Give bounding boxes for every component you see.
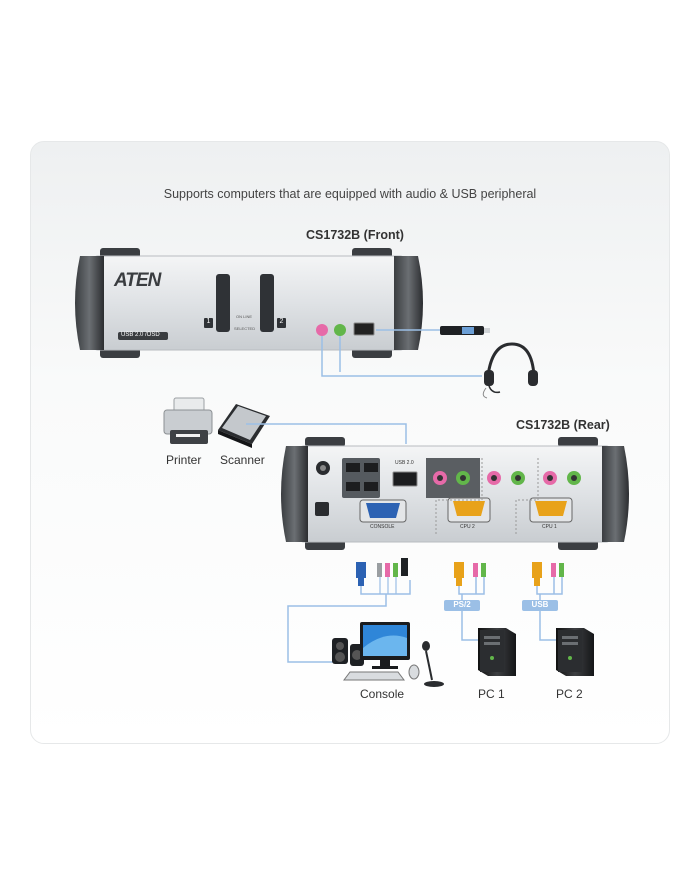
- rear-usb-2-port: [392, 471, 418, 487]
- front-mic-jack: [316, 324, 328, 336]
- usb-osd-badge-text: USB 2.0 /OSD: [121, 332, 160, 338]
- pc1-label: PC 1: [478, 687, 505, 701]
- console-set-icon: [332, 622, 444, 687]
- usb-2-label: USB 2.0: [395, 460, 414, 466]
- front-left-endcap: [75, 256, 104, 350]
- front-usb-port: [353, 322, 375, 336]
- console-cable-bundle: [287, 558, 411, 663]
- printer-label: Printer: [166, 453, 202, 467]
- printer-icon: [163, 397, 213, 444]
- pc2-label: PC 2: [556, 687, 583, 701]
- headset-icon: [482, 342, 538, 399]
- port-button-1: [216, 274, 230, 332]
- caption: Supports computers that are equipped wit…: [163, 187, 537, 201]
- microphone-icon: [422, 641, 430, 651]
- port-button-2: [260, 274, 274, 332]
- pc2-tower-icon: [556, 628, 594, 676]
- led-label-selected: SELECTED: [234, 326, 256, 331]
- front-speaker-jack: [334, 324, 346, 336]
- scanner-label: Scanner: [220, 453, 265, 467]
- pc2-cable-bundle: [522, 562, 564, 641]
- port-1-label: 1: [206, 318, 211, 325]
- console-port-label: CONSOLE: [370, 524, 395, 530]
- port-2-label: 2: [279, 318, 284, 325]
- usb-osd-badge: [118, 332, 168, 340]
- led-label-online: ON LINE: [236, 314, 253, 319]
- front-title: CS1732B (Front): [306, 228, 404, 242]
- usb-stick-icon: [440, 326, 490, 335]
- cpu2-port: [453, 501, 485, 516]
- ps2-tag: [444, 600, 480, 611]
- front-right-endcap: [394, 256, 423, 350]
- rear-title: CS1732B (Rear): [516, 418, 610, 432]
- scanner-icon: [218, 404, 270, 448]
- pc1-cable-bundle: [444, 562, 486, 641]
- cpu2-label: CPU 2: [460, 524, 475, 530]
- ps2-tag-label: PS/2: [453, 600, 471, 609]
- cpu1-label: CPU 1: [542, 524, 557, 530]
- console-vga-port: [366, 503, 400, 518]
- front-unit: [75, 248, 423, 358]
- pc1-tower-icon: [478, 628, 516, 676]
- usb-tag-label: USB: [531, 600, 549, 609]
- keyboard-icon: [343, 671, 405, 681]
- usb-tag: [522, 600, 558, 611]
- aten-logo: ATEN: [114, 270, 161, 291]
- cpu1-port: [535, 501, 567, 516]
- mouse-icon: [408, 664, 420, 680]
- console-label: Console: [360, 687, 405, 701]
- rear-unit: [281, 437, 629, 550]
